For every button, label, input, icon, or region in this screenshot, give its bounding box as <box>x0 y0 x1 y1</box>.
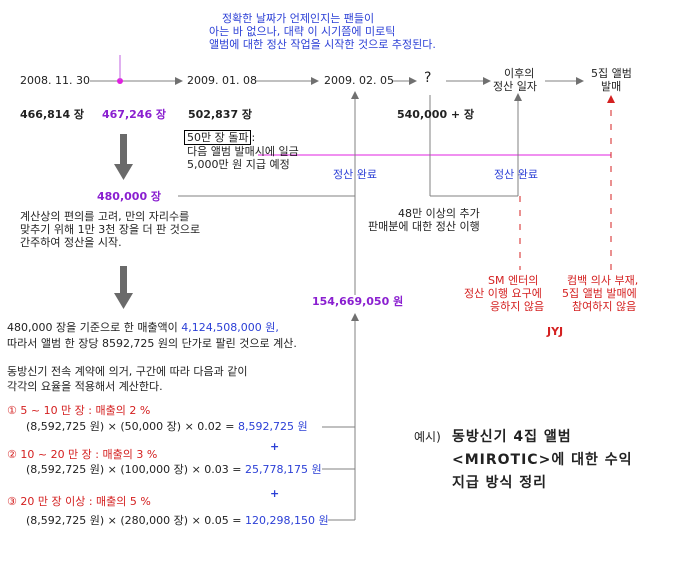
sm-note-line-2: 정산 이행 요구에 <box>464 287 542 300</box>
caption-line-1: 동방신기 4집 앨범 <box>452 429 572 445</box>
later-settlement-label-2: 정산 일자 <box>493 80 537 93</box>
tier-3-expr: (8,592,725 원) × (280,000 장) × 0.05 = <box>26 514 245 527</box>
bonus-line-2: 5,000만 원 지급 예정 <box>187 158 290 171</box>
down-arrow-1 <box>114 134 133 180</box>
sales-later: 540,000 + 장 <box>397 108 475 121</box>
sm-note-line-1: SM 엔터의 <box>488 274 539 287</box>
jyj-note-line-1: 컴백 의사 부재, <box>567 274 639 287</box>
revenue-value: 4,124,508,000 원, <box>181 321 279 334</box>
tier-1-expr: (8,592,725 원) × (50,000 장) × 0.02 = <box>26 420 238 433</box>
tier-1-formula: (8,592,725 원) × (50,000 장) × 0.02 = 8,59… <box>26 420 308 433</box>
estimate-note-line-3: 앨범에 대한 정산 작업을 시작한 것으로 추정된다. <box>209 38 436 51</box>
fifth-album-label-2: 발매 <box>601 80 622 93</box>
caption-prefix: 예시) <box>414 430 441 444</box>
calc-note-line-1: 계산상의 편의를 고려, 만의 자리수를 <box>20 210 190 223</box>
date-2008-11-30: 2008. 11. 30 <box>20 74 90 87</box>
plus-sign-1: + <box>270 440 280 453</box>
later-settlement-label-1: 이후의 <box>504 67 535 80</box>
tier-2-expr: (8,592,725 원) × (100,000 장) × 0.03 = <box>26 463 245 476</box>
estimate-note-line-1: 정확한 날짜가 언제인지는 팬들이 <box>222 12 375 25</box>
tier-2-label: ② 10 ~ 20 만 장 : 매출의 3 % <box>7 448 158 461</box>
tier-3-formula: (8,592,725 원) × (280,000 장) × 0.05 = 120… <box>26 514 329 527</box>
contract-line-2: 각각의 요율을 적용해서 계산한다. <box>7 380 163 393</box>
tier-2-result: 25,778,175 원 <box>245 463 322 476</box>
contract-line-1: 동방신기 전속 계약에 의거, 구간에 따라 다음과 같이 <box>7 365 248 378</box>
settlement-complete-2: 정산 완료 <box>494 168 538 181</box>
bonus-colon: : <box>251 131 256 144</box>
tier-1-label: ① 5 ~ 10 만 장 : 매출의 2 % <box>7 404 151 417</box>
sales-settlement-start: 467,246 장 <box>102 108 167 121</box>
bonus-highlight: 50만 장 돌파 <box>184 130 252 145</box>
defer-note-line-2: 판매분에 대한 정산 이행 <box>368 220 480 233</box>
date-2009-01-08: 2009. 01. 08 <box>187 74 257 87</box>
settlement-complete-1: 정산 완료 <box>333 168 377 181</box>
bonus-line-1: 다음 앨범 발매시에 일금 <box>187 145 299 158</box>
tier-3-result: 120,298,150 원 <box>245 514 329 527</box>
tier-3-label: ③ 20 만 장 이상 : 매출의 5 % <box>7 495 151 508</box>
jyj-note-line-3: 참여하지 않음 <box>572 300 637 313</box>
bonus-heading: 50만 장 돌파: <box>184 130 256 145</box>
revenue-line-2: 따라서 앨범 한 장당 8592,725 원의 단가로 팔린 것으로 계산. <box>7 337 297 350</box>
sales-2009-01-08: 502,837 장 <box>188 108 253 121</box>
estimate-note-line-2: 아는 바 없으나, 대략 이 시기쯤에 미로틱 <box>209 25 396 38</box>
adjusted-sales: 480,000 장 <box>97 190 162 203</box>
sales-2008-11-30: 466,814 장 <box>20 108 85 121</box>
revenue-prefix: 480,000 장을 기준으로 한 매출액이 <box>7 321 182 334</box>
down-arrow-2 <box>114 266 133 309</box>
tier-2-formula: (8,592,725 원) × (100,000 장) × 0.03 = 25,… <box>26 463 322 476</box>
settlement-start-dot <box>117 78 123 84</box>
calc-note-line-2: 맞추기 위해 1만 3천 장을 더 판 것으로 <box>20 223 201 236</box>
plus-sign-2: + <box>270 487 280 500</box>
defer-note-line-1: 48만 이상의 추가 <box>398 207 480 220</box>
sm-note-line-3: 응하지 않음 <box>490 300 545 313</box>
jyj-note-line-2: 5집 앨범 발매에 <box>562 287 637 300</box>
caption-line-2: <MIROTIC>에 대한 수익 <box>452 452 633 468</box>
revenue-line-1: 480,000 장을 기준으로 한 매출액이 4,124,508,000 원, <box>7 321 279 334</box>
unknown-date: ? <box>424 70 432 86</box>
calc-note-line-3: 간주하여 정산을 시작. <box>20 236 122 249</box>
jyj-label: JYJ <box>547 325 564 338</box>
total-payment: 154,669,050 원 <box>312 295 404 308</box>
tier-1-result: 8,592,725 원 <box>238 420 308 433</box>
caption-line-3: 지급 방식 정리 <box>452 475 548 491</box>
date-2009-02-05: 2009. 02. 05 <box>324 74 394 87</box>
fifth-album-label-1: 5집 앨범 <box>591 67 632 80</box>
